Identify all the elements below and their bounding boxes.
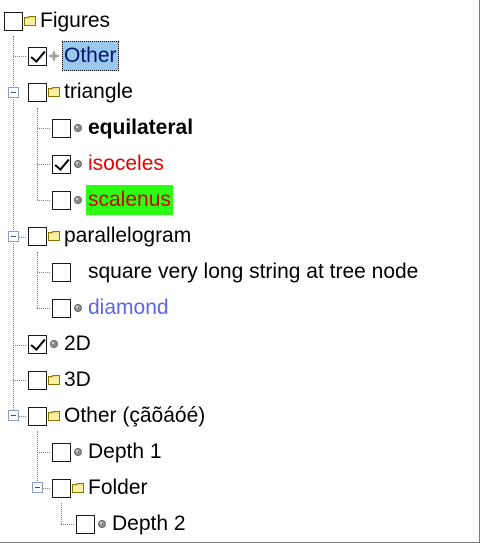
- tree-connector: [13, 56, 26, 57]
- tree-node-label: Other: [62, 41, 119, 71]
- checkbox-figures[interactable]: [4, 11, 23, 31]
- blank-icon: [72, 266, 84, 278]
- checkbox-depth2[interactable]: [76, 514, 95, 534]
- tree-connector: [43, 488, 50, 489]
- checkbox-3d[interactable]: [28, 370, 47, 390]
- tree-connector: [37, 308, 50, 309]
- collapse-toggle-parallelogram[interactable]: [8, 231, 19, 242]
- checkbox-diamond[interactable]: [52, 298, 71, 318]
- tree-node-equilateral[interactable]: equilateral: [52, 111, 195, 145]
- checkbox-square[interactable]: [52, 262, 71, 282]
- checkbox-parallelogram[interactable]: [28, 226, 47, 246]
- tree-node-label: Depth 2: [112, 512, 186, 535]
- tree-connector: [37, 164, 50, 165]
- bullet-icon: [72, 446, 84, 458]
- folder-icon: [48, 86, 60, 98]
- checkbox-2d[interactable]: [28, 334, 47, 354]
- tree-node-label: triangle: [64, 80, 133, 103]
- tree-connector: [19, 237, 26, 238]
- tree-connector: [13, 345, 26, 346]
- tree-node-label: Folder: [88, 476, 148, 499]
- tree-node-label: equilateral: [88, 116, 194, 139]
- checkbox-isoceles[interactable]: [52, 154, 71, 174]
- collapse-toggle-other-special[interactable]: [8, 410, 19, 421]
- bullet-icon: [72, 194, 84, 206]
- tree-connector: [37, 272, 50, 273]
- tree-node-diamond[interactable]: diamond: [52, 291, 171, 325]
- tree-node-figures[interactable]: Figures: [4, 4, 112, 38]
- tree-node-2d[interactable]: 2D: [28, 327, 93, 361]
- collapse-toggle-triangle[interactable]: [8, 87, 19, 98]
- tree-node-parallelogram[interactable]: parallelogram: [28, 219, 193, 253]
- tree-connector: [61, 503, 62, 524]
- tree-connector: [13, 36, 14, 416]
- tree-connector: [37, 200, 50, 201]
- tree-node-other[interactable]: Other: [28, 39, 119, 73]
- tree-node-label: diamond: [88, 296, 169, 319]
- crosshair-icon: [48, 50, 60, 62]
- checkbox-other[interactable]: [28, 46, 47, 66]
- checkbox-depth1[interactable]: [52, 442, 71, 462]
- tree-node-label: square very long string at tree node: [88, 260, 419, 283]
- checkbox-triangle[interactable]: [28, 82, 47, 102]
- tree-connector: [61, 524, 74, 525]
- tree-node-label: isoceles: [88, 152, 164, 175]
- bullet-icon: [96, 518, 108, 530]
- collapse-toggle-folder[interactable]: [32, 482, 43, 493]
- folder-icon: [48, 410, 60, 422]
- tree-connector: [37, 252, 38, 308]
- tree-connector: [13, 380, 26, 381]
- folder-icon: [48, 230, 60, 242]
- tree-node-other-special[interactable]: Other (çãõáóé): [28, 399, 207, 433]
- checkbox-equilateral[interactable]: [52, 118, 71, 138]
- tree-connector: [37, 108, 38, 200]
- bullet-icon: [72, 302, 84, 314]
- bullet-icon: [72, 158, 84, 170]
- tree-node-label: Figures: [40, 9, 111, 32]
- folder-icon: [24, 15, 36, 27]
- tree-node-label: scalenus: [86, 185, 173, 215]
- tree-node-isoceles[interactable]: isoceles: [52, 147, 166, 181]
- tree-connector: [37, 128, 50, 129]
- tree-node-label: 2D: [64, 332, 91, 355]
- tree-connector: [37, 431, 38, 483]
- tree-node-depth2[interactable]: Depth 2: [76, 507, 188, 541]
- tree-connector: [19, 416, 26, 417]
- tree-node-3d[interactable]: 3D: [28, 363, 93, 397]
- checkbox-folder[interactable]: [52, 478, 71, 498]
- checkbox-other-special[interactable]: [28, 406, 47, 426]
- tree-node-label: parallelogram: [64, 224, 192, 247]
- folder-icon: [72, 482, 84, 494]
- checkbox-scalenus[interactable]: [52, 190, 71, 210]
- bullet-icon: [48, 338, 60, 350]
- tree-node-triangle[interactable]: triangle: [28, 75, 135, 109]
- bullet-icon: [72, 122, 84, 134]
- tree-node-label: Depth 1: [88, 440, 162, 463]
- tree-node-label: Other (çãõáóé): [64, 404, 206, 427]
- tree-connector: [37, 452, 50, 453]
- tree-node-folder[interactable]: Folder: [52, 471, 150, 505]
- tree-node-square[interactable]: square very long string at tree node: [52, 255, 420, 289]
- tree-node-scalenus[interactable]: scalenus: [52, 183, 173, 217]
- tree-node-label: 3D: [64, 368, 91, 391]
- tree-node-depth1[interactable]: Depth 1: [52, 435, 164, 469]
- folder-icon: [48, 374, 60, 386]
